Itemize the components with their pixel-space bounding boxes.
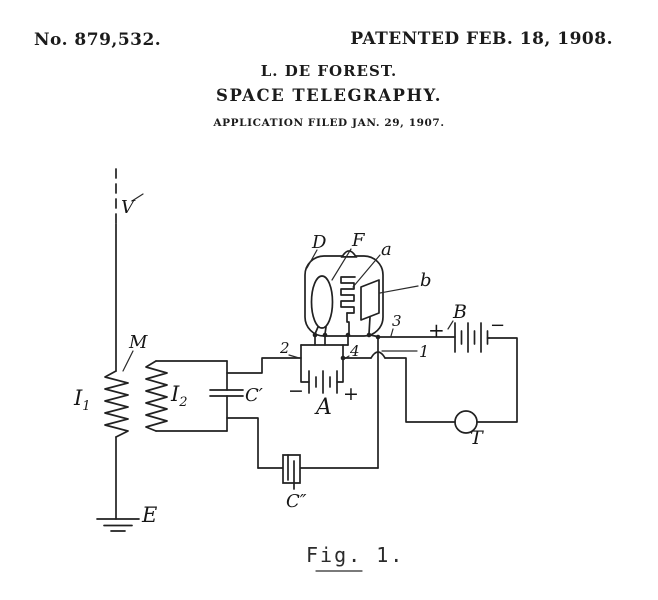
telephone-return-wire (477, 338, 517, 422)
seal-dot (345, 332, 351, 338)
c-prime-label: C′ (245, 385, 263, 406)
capacitor-c-double-prime (283, 455, 300, 489)
battery-a-plus: + (343, 383, 359, 405)
plate-electrode (361, 280, 379, 334)
wire-1 (343, 352, 455, 422)
application-filed-line: APPLICATION FILED JAN. 29, 1907. (213, 117, 445, 129)
battery-a (309, 371, 337, 393)
coupling-label: M (128, 332, 148, 353)
inductor-i1 (105, 371, 128, 519)
coupling-leader (123, 351, 133, 371)
seal-dot (366, 332, 372, 338)
plate-label: b (420, 270, 432, 291)
c-double-prime-label: C″ (286, 491, 307, 512)
earth-label: E (141, 503, 157, 527)
grid-electrode (341, 277, 355, 334)
wire-2-label: 2 (279, 339, 290, 357)
patent-number: No. 879,532. (34, 30, 162, 50)
battery-a-minus: − (288, 380, 304, 402)
filament (312, 276, 333, 334)
bulb-leader (307, 250, 317, 268)
i2-label: I2 (170, 382, 188, 410)
telephone-label: T (470, 427, 484, 449)
patented-date: PATENTED FEB. 18, 1908. (350, 29, 613, 49)
antenna-label: V (121, 197, 136, 218)
patent-title: SPACE TELEGRAPHY. (216, 86, 442, 105)
battery-b-plus: + (428, 318, 445, 342)
inventor-name: L. DE FOREST. (260, 62, 398, 80)
wire-4-label: 4 (349, 342, 360, 360)
bulb-label: D (311, 232, 327, 253)
capacitor-c-prime (210, 390, 243, 396)
battery-b-leader (448, 321, 453, 329)
filament-label: F (351, 230, 366, 251)
seal-dot (322, 332, 328, 338)
seal-dot (312, 332, 318, 338)
grid-leader (353, 255, 380, 287)
grid-label: a (381, 239, 392, 260)
wire-1-label: 1 (419, 342, 429, 361)
junction-dot (340, 355, 346, 361)
battery-a-label: A (314, 395, 332, 420)
ground-symbol (97, 519, 139, 531)
battery-b-label: B (452, 301, 467, 323)
battery-b (455, 323, 489, 352)
figure-caption: Fig. 1. (306, 543, 405, 567)
i1-label: I1 (73, 386, 91, 414)
tuned-circuit-wires (156, 361, 227, 431)
battery-b-minus: − (490, 315, 505, 336)
c-double-prime-loop (227, 418, 378, 468)
plate-leader (380, 286, 418, 293)
wire-2 (227, 358, 301, 373)
wire-2-leader (289, 355, 299, 358)
wire-3-leader (391, 329, 393, 336)
wire-3-label: 3 (392, 312, 402, 330)
antenna-wire (116, 169, 143, 371)
filament-leader (332, 249, 351, 280)
inductor-i2 (146, 361, 167, 431)
